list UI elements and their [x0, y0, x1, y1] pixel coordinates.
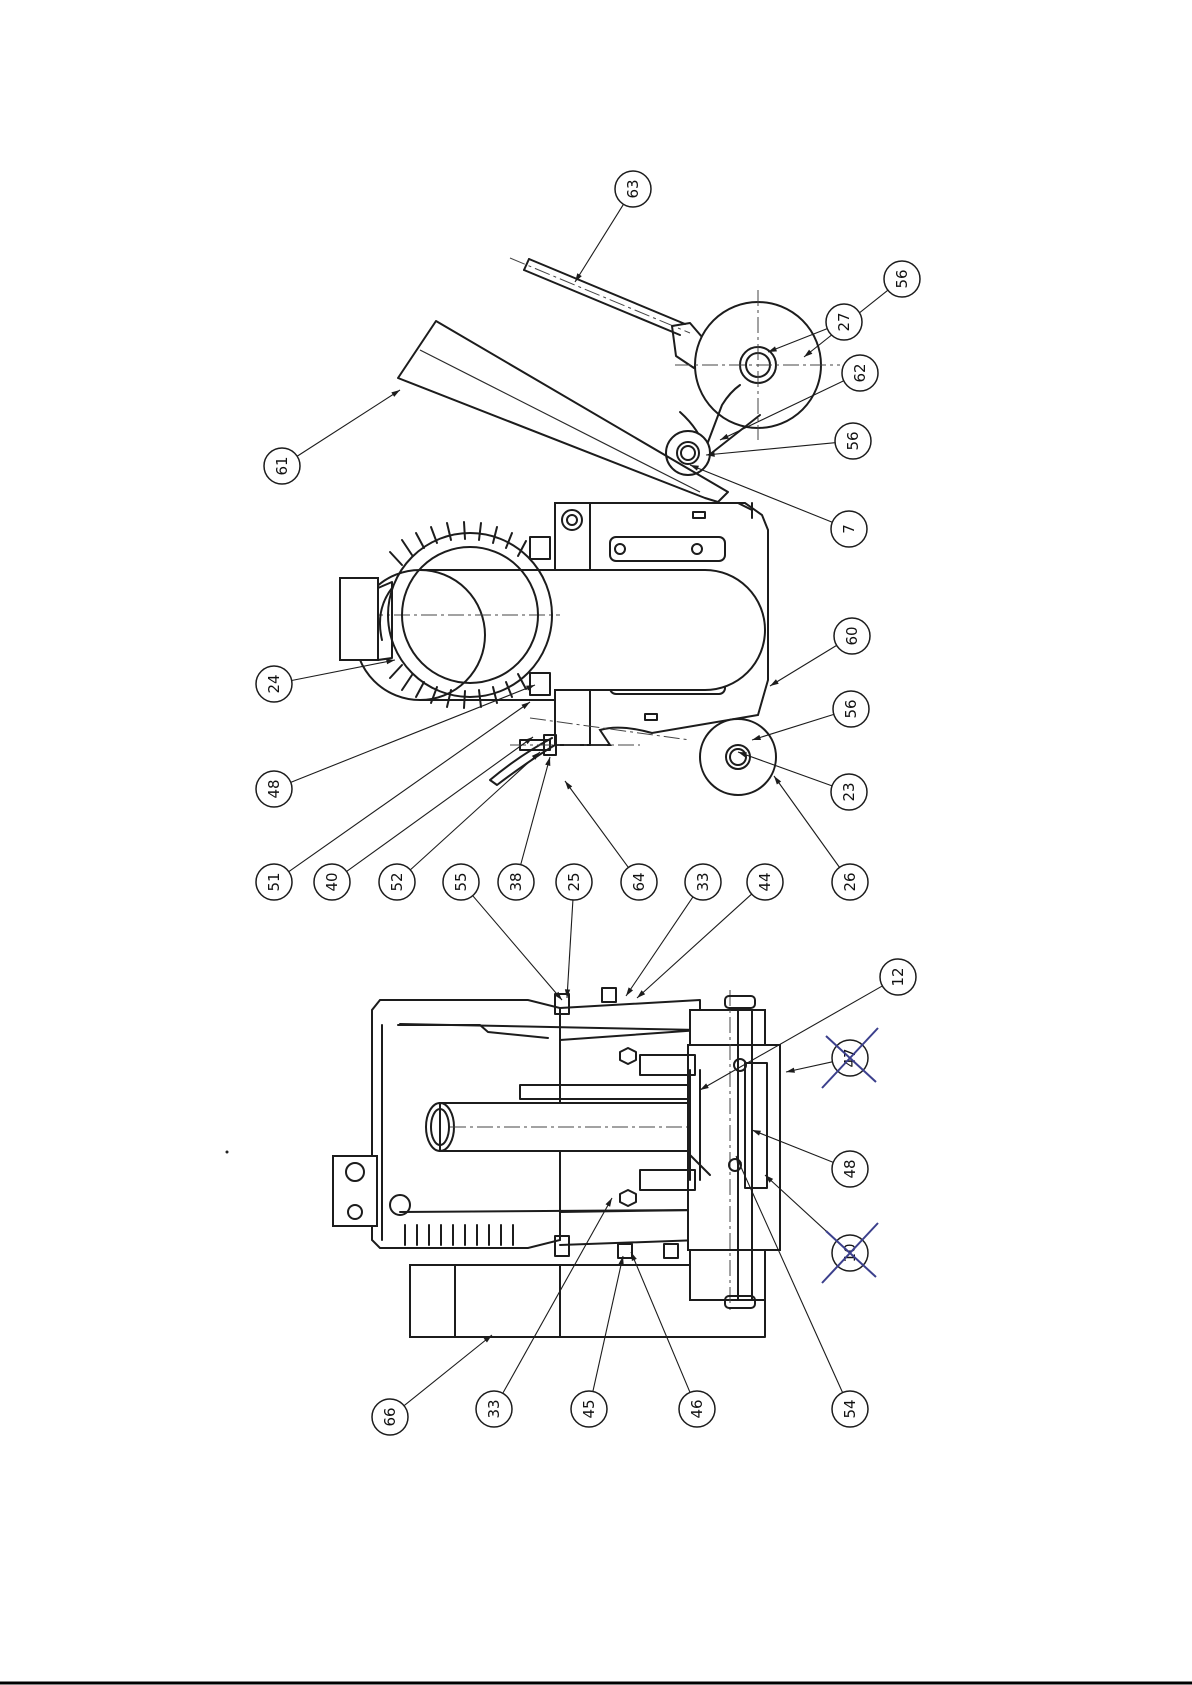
side-view-drawing — [340, 258, 840, 795]
callout-number: 56 — [893, 269, 911, 288]
leader-line — [297, 390, 400, 456]
callout-56-9: 56 — [752, 691, 869, 740]
callout-number: 55 — [452, 872, 470, 891]
stray-mark — [226, 1151, 229, 1154]
leader-line — [752, 714, 834, 740]
leader-arrowhead — [720, 434, 729, 440]
callout-number: 52 — [388, 872, 406, 891]
leader-line — [404, 1335, 492, 1406]
struck-callout-47-0: 47 — [786, 1028, 878, 1088]
callout-56-1: 56 — [804, 261, 920, 357]
callout-60-8: 60 — [770, 618, 870, 686]
callout-number: 66 — [381, 1407, 399, 1426]
callout-25-18: 25 — [556, 864, 592, 998]
leader-arrowhead — [605, 1198, 612, 1207]
callout-number: 61 — [273, 456, 291, 475]
callout-number: 54 — [841, 1399, 859, 1418]
top-view-drawing — [333, 988, 780, 1337]
callout-number: 56 — [842, 699, 860, 718]
callout-63-0: 63 — [575, 171, 651, 282]
callout-45-26: 45 — [571, 1256, 624, 1427]
callout-number: 63 — [624, 179, 642, 198]
leader-line — [292, 660, 395, 680]
leader-line — [567, 900, 573, 998]
callout-number: 33 — [485, 1399, 503, 1418]
leader-arrowhead — [521, 702, 530, 709]
leader-line — [593, 1256, 623, 1391]
leader-arrowhead — [770, 679, 779, 686]
callout-number: 26 — [841, 872, 859, 891]
callout-number: 38 — [507, 872, 525, 891]
leader-line — [289, 702, 530, 872]
leader-line — [637, 894, 752, 998]
callout-number: 25 — [565, 872, 583, 891]
leader-arrowhead — [774, 776, 781, 785]
leader-line — [631, 1252, 690, 1392]
struck-callout-10-1: 10 — [765, 1175, 878, 1283]
front-wheel — [700, 719, 776, 795]
callout-number: 24 — [265, 674, 283, 693]
callout-number: 60 — [843, 626, 861, 645]
callout-number: 56 — [844, 431, 862, 450]
callout-number: 46 — [688, 1399, 706, 1418]
callout-48-12: 48 — [256, 685, 535, 807]
leader-line — [706, 443, 835, 455]
callout-number: 33 — [694, 872, 712, 891]
leader-arrowhead — [786, 1068, 795, 1073]
callout-number: 64 — [630, 872, 648, 891]
leader-line — [473, 896, 562, 1000]
callout-number: 40 — [323, 872, 341, 891]
callout-66-24: 66 — [372, 1335, 492, 1435]
leader-arrowhead — [545, 757, 550, 766]
leader-arrowhead — [626, 987, 633, 996]
callout-56-5: 56 — [706, 423, 871, 459]
callout-number: 27 — [835, 312, 853, 331]
callout-number: 12 — [889, 967, 907, 986]
callout-number: 44 — [756, 872, 774, 891]
leader-line — [770, 645, 837, 686]
leader-line — [565, 781, 628, 867]
leader-line — [347, 737, 533, 871]
callout-number: 62 — [851, 363, 869, 382]
callout-number: 48 — [265, 779, 283, 798]
leader-line — [575, 204, 623, 282]
heater-tube — [340, 570, 765, 700]
leader-line — [521, 757, 550, 865]
leader-arrowhead — [391, 390, 400, 397]
leader-arrowhead — [565, 781, 572, 790]
nozzle-plate — [398, 321, 728, 502]
leader-line — [626, 897, 693, 996]
callout-number: 45 — [580, 1399, 598, 1418]
callout-number: 7 — [840, 524, 858, 534]
leader-arrowhead — [631, 1252, 637, 1261]
callout-61-3: 61 — [264, 390, 400, 484]
callout-number: 48 — [841, 1159, 859, 1178]
handle-rod — [510, 258, 708, 368]
leader-line — [774, 776, 840, 867]
callout-number: 23 — [840, 782, 858, 801]
callout-number: 51 — [265, 872, 283, 891]
